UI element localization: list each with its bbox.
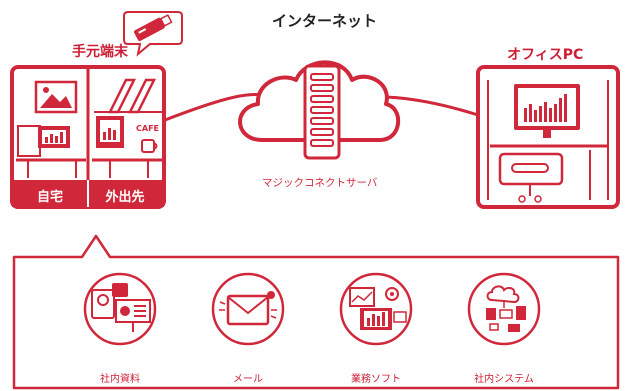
business-software-icon	[339, 272, 413, 346]
mail-icon	[211, 272, 285, 346]
server-label: マジックコネクトサーバ	[262, 177, 378, 189]
apps-callout-box	[12, 234, 620, 390]
usb-key-icon	[123, 11, 183, 57]
outside-tab-label: 外出先	[105, 190, 145, 205]
local-device-label: 手元端末	[72, 44, 128, 60]
cafe-sign: CAFE	[136, 124, 159, 133]
office-pc-label: オフィスPC	[507, 47, 584, 63]
home-scene-icon	[16, 80, 86, 178]
documents-icon	[83, 272, 157, 346]
server-icon	[303, 64, 341, 160]
local-device-panel: CAFE	[10, 65, 166, 209]
office-pc-panel	[476, 65, 620, 209]
internal-system-label: 社内システム	[474, 374, 534, 385]
cafe-scene-icon	[92, 78, 162, 178]
internet-label: インターネット	[272, 12, 378, 30]
mail-label: メール	[233, 374, 263, 385]
business-software-label: 業務ソフト	[351, 374, 401, 385]
documents-label: 社内資料	[100, 374, 140, 385]
internal-system-icon	[467, 272, 541, 346]
home-tab-label: 自宅	[36, 190, 63, 205]
